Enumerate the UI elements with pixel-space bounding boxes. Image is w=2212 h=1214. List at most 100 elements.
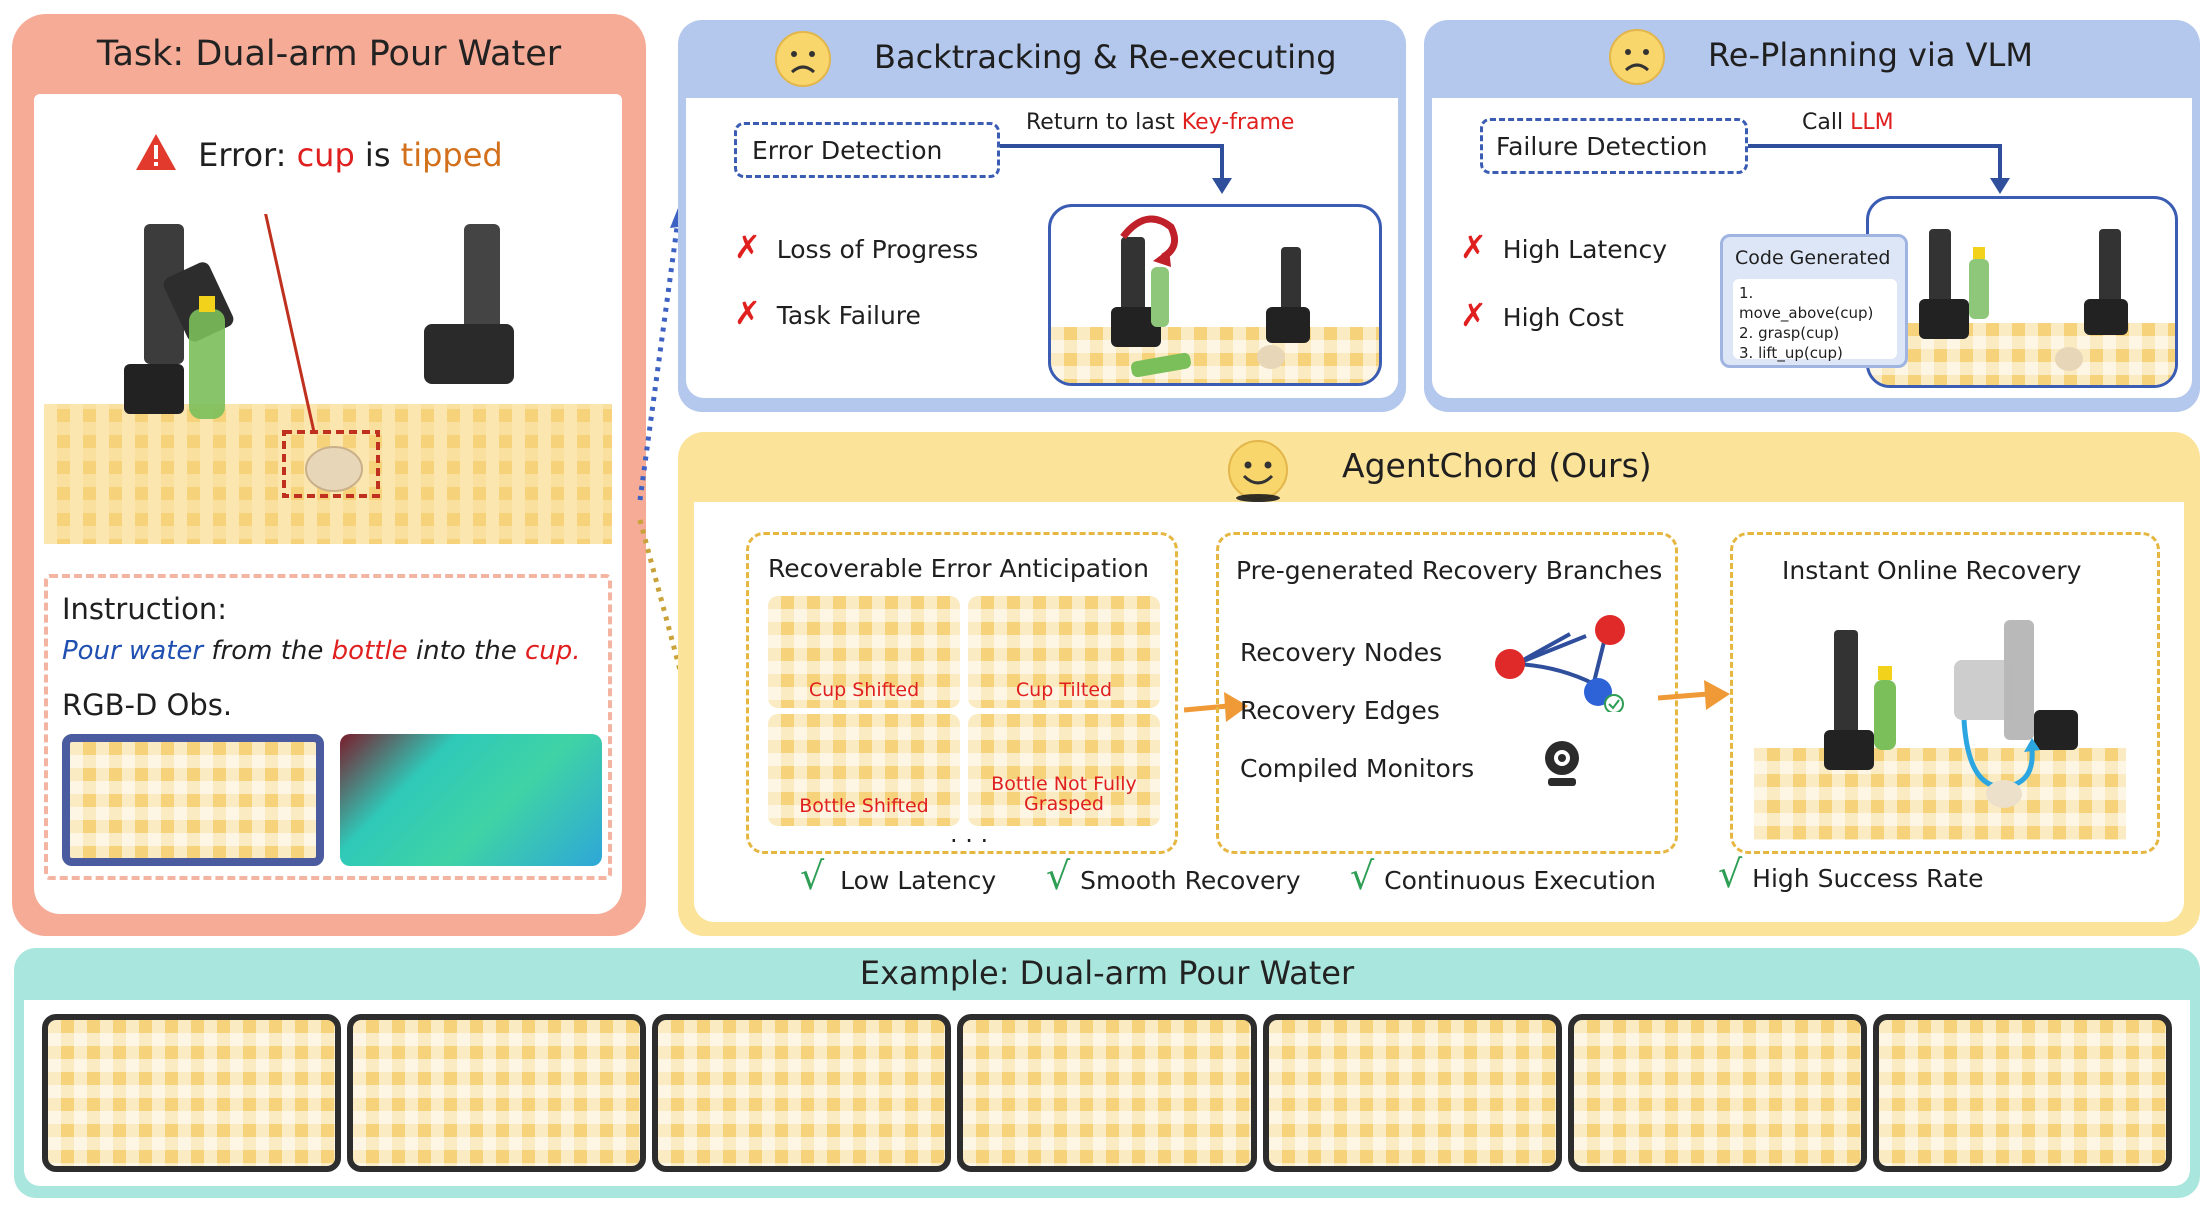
- instruction-part-5: cup.: [524, 636, 581, 666]
- error-subject: cup: [296, 136, 355, 174]
- recovery-table: [1754, 748, 2126, 840]
- replan-item-1-label: High Latency: [1502, 235, 1667, 264]
- happy-face-icon: [1226, 438, 1290, 506]
- check-icon: √: [1718, 852, 1743, 896]
- recovery-title: Instant Online Recovery: [1782, 556, 2082, 585]
- sad-face-icon: [774, 30, 832, 92]
- task-scene-photo: [44, 214, 612, 544]
- example-panel: Example: Dual-arm Pour Water: [14, 948, 2200, 1198]
- recovery-graph-icon: [1495, 615, 1625, 712]
- flow-arrow-icon: [1184, 692, 1248, 722]
- anticipation-title: Recoverable Error Anticipation: [768, 554, 1149, 583]
- replan-arrow-highlight: LLM: [1850, 110, 1894, 135]
- thumb-caption-4: Bottle Not Fully Grasped: [991, 773, 1137, 815]
- benefit-1-label: Low Latency: [840, 866, 997, 895]
- recovery-box: [1730, 532, 2160, 854]
- example-frame-1: [42, 1014, 342, 1172]
- error-detection-box: [734, 122, 1000, 178]
- replanning-body: Failure Detection Call LLM ✗ High Latenc…: [1432, 98, 2192, 398]
- branches-box: [1216, 532, 1678, 854]
- rgb-observation: [62, 734, 324, 866]
- cross-icon: ✗: [1460, 296, 1487, 334]
- error-verb: is: [364, 136, 391, 174]
- replan-robots: [1919, 229, 2128, 371]
- replan-arrow-prefix: Call: [1802, 110, 1844, 135]
- recovery-robots: [1824, 620, 2078, 808]
- example-frame-3: [652, 1014, 952, 1172]
- example-title: Example: Dual-arm Pour Water: [859, 954, 1355, 992]
- backtrack-table: [1051, 327, 1379, 383]
- task-panel-title: Task: Dual-arm Pour Water: [96, 34, 562, 74]
- cross-icon: ✗: [734, 228, 761, 266]
- failure-detection-label: Failure Detection: [1496, 132, 1708, 161]
- task-panel-body: Error: cup is tipped: [34, 94, 622, 914]
- thumb-caption-1: Cup Shifted: [808, 679, 920, 701]
- instruction-box: Instruction: Pour water from the bottle …: [44, 574, 612, 880]
- error-prefix: Error:: [198, 136, 287, 174]
- backtrack-arrow: [1000, 144, 1232, 194]
- depth-observation: [340, 734, 602, 866]
- sad-face-icon: [1608, 28, 1666, 90]
- code-line-2: 2. grasp(cup): [1739, 324, 1840, 342]
- anticipation-thumb-2: Cup Tilted: [968, 596, 1160, 708]
- code-line-3: 3. lift_up(cup): [1739, 344, 1843, 362]
- benefit-2-label: Smooth Recovery: [1080, 866, 1301, 895]
- backtrack-item-1: ✗ Loss of Progress: [734, 228, 978, 266]
- failure-detection-box: [1480, 118, 1748, 174]
- code-generated-card: Code Generated 1. move_above(cup) 2. gra…: [1720, 234, 1908, 368]
- replan-scene-photo: [1866, 196, 2178, 388]
- thumb-caption-2: Cup Tilted: [1015, 679, 1113, 701]
- cross-icon: ✗: [734, 294, 761, 332]
- task-panel: Task: Dual-arm Pour Water Error: cup is …: [12, 14, 646, 936]
- benefit-4: √ High Success Rate: [1718, 852, 1983, 896]
- instruction-part-4: into the: [415, 636, 517, 666]
- backtrack-item-2-label: Task Failure: [776, 301, 921, 330]
- code-title: Code Generated: [1735, 247, 1891, 269]
- monitor-camera-icon: [1545, 741, 1579, 786]
- backtrack-item-2: ✗ Task Failure: [734, 294, 921, 332]
- thumb-ellipsis: . . .: [950, 820, 989, 848]
- benefit-3-label: Continuous Execution: [1384, 866, 1656, 895]
- agentchord-panel: AgentChord (Ours) Recoverable Error Anti…: [678, 432, 2200, 936]
- branches-title: Pre-generated Recovery Branches: [1236, 556, 1663, 585]
- error-detection-label: Error Detection: [752, 136, 943, 165]
- benefit-3: √ Continuous Execution: [1350, 854, 1656, 898]
- benefit-1: √ Low Latency: [800, 854, 996, 898]
- example-frames: [42, 1014, 2172, 1172]
- obs-label: RGB-D Obs.: [62, 688, 233, 722]
- code-body: 1. move_above(cup) 2. grasp(cup) 3. lift…: [1733, 279, 1897, 362]
- example-frame-4: [957, 1014, 1257, 1172]
- benefit-2: √ Smooth Recovery: [1046, 854, 1301, 898]
- replanning-title: Re-Planning via VLM: [1708, 36, 2033, 74]
- error-state: tipped: [400, 136, 503, 174]
- backtracking-title: Backtracking & Re-executing: [874, 38, 1337, 76]
- agentchord-body: Recoverable Error Anticipation Cup Shift…: [694, 502, 2184, 922]
- cross-icon: ✗: [1460, 228, 1487, 266]
- flow-arrow-icon: [1658, 680, 1730, 710]
- backtrack-scene-photo: [1048, 204, 1382, 386]
- error-line: Error: cup is tipped: [134, 132, 503, 180]
- instruction-part-1: Pour water: [62, 636, 204, 666]
- branches-item-1: Recovery Nodes: [1240, 638, 1443, 667]
- backtrack-arrow-highlight: Key-frame: [1181, 110, 1295, 135]
- thumb-caption-3: Bottle Shifted: [799, 795, 929, 817]
- recovery-scene-photo: [1754, 600, 2126, 840]
- warning-icon: [134, 132, 178, 180]
- backtrack-arrow-prefix: Return to last: [1026, 110, 1175, 135]
- backtracking-body: Error Detection Return to last Key-frame…: [686, 98, 1398, 398]
- replan-item-2: ✗ High Cost: [1460, 296, 1624, 334]
- replanning-panel: Re-Planning via VLM Failure Detection Ca…: [1424, 20, 2200, 412]
- backtracking-panel: Backtracking & Re-executing Error Detect…: [678, 20, 1406, 412]
- example-frame-5: [1262, 1014, 1562, 1172]
- branches-item-3: Compiled Monitors: [1240, 754, 1475, 783]
- example-frame-6: [1567, 1014, 1867, 1172]
- example-frame-2: [347, 1014, 647, 1172]
- agentchord-title: AgentChord (Ours): [1342, 446, 1652, 485]
- backtrack-item-1-label: Loss of Progress: [776, 235, 979, 264]
- anticipation-thumb-3: Bottle Shifted: [768, 714, 960, 826]
- replan-item-1: ✗ High Latency: [1460, 228, 1667, 266]
- replan-arrow: [1748, 144, 2010, 194]
- anticipation-thumb-1: Cup Shifted: [768, 596, 960, 708]
- instruction-text: Pour water from the bottle into the cup.: [62, 636, 581, 666]
- replan-arrow-label: Call LLM: [1802, 110, 1894, 135]
